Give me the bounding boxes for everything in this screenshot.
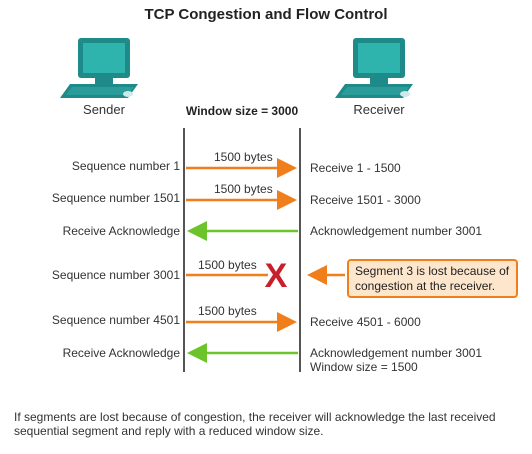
row-4-arrow-label: 1500 bytes [198, 258, 257, 272]
row-1-arrow-label: 1500 bytes [214, 150, 273, 164]
row-6-window-size-label: Window size = 1500 [310, 360, 418, 374]
row-6-right-label: Acknowledgement number 3001 [310, 346, 483, 360]
callout-line-2: congestion at the receiver. [355, 279, 496, 293]
row-4-left-label: Sequence number 3001 [51, 268, 180, 282]
footer-line-1: If segments are lost because of congesti… [14, 410, 496, 424]
footer-line-2: sequential segment and reply with a redu… [14, 424, 324, 438]
row-2-right-label: Receive 1501 - 3000 [310, 193, 421, 207]
receiver-label: Receiver [353, 102, 405, 117]
sender-label: Sender [83, 102, 125, 117]
lost-segment-callout: Segment 3 is lost because of congestion … [347, 259, 518, 298]
row-3-left-label: Receive Acknowledge [62, 224, 180, 238]
window-size-label: Window size = 3000 [185, 104, 299, 118]
row-1-left-label: Sequence number 1 [71, 159, 180, 173]
row-2-arrow-label: 1500 bytes [214, 182, 273, 196]
footer-caption: If segments are lost because of congesti… [14, 410, 519, 438]
page-title: TCP Congestion and Flow Control [144, 6, 388, 23]
row-6-left-label: Receive Acknowledge [62, 346, 180, 360]
row-5-left-label: Sequence number 4501 [51, 313, 180, 327]
row-5-right-label: Receive 4501 - 6000 [310, 315, 421, 329]
sender-computer-icon [60, 38, 138, 98]
callout-line-1: Segment 3 is lost because of [355, 264, 510, 278]
lost-x-mark: X [265, 257, 288, 295]
row-5-arrow-label: 1500 bytes [198, 304, 257, 318]
row-2-left-label: Sequence number 1501 [51, 191, 180, 205]
row-3-right-label: Acknowledgement number 3001 [310, 224, 483, 238]
receiver-computer-icon [335, 38, 413, 98]
row-1-right-label: Receive 1 - 1500 [310, 161, 401, 175]
